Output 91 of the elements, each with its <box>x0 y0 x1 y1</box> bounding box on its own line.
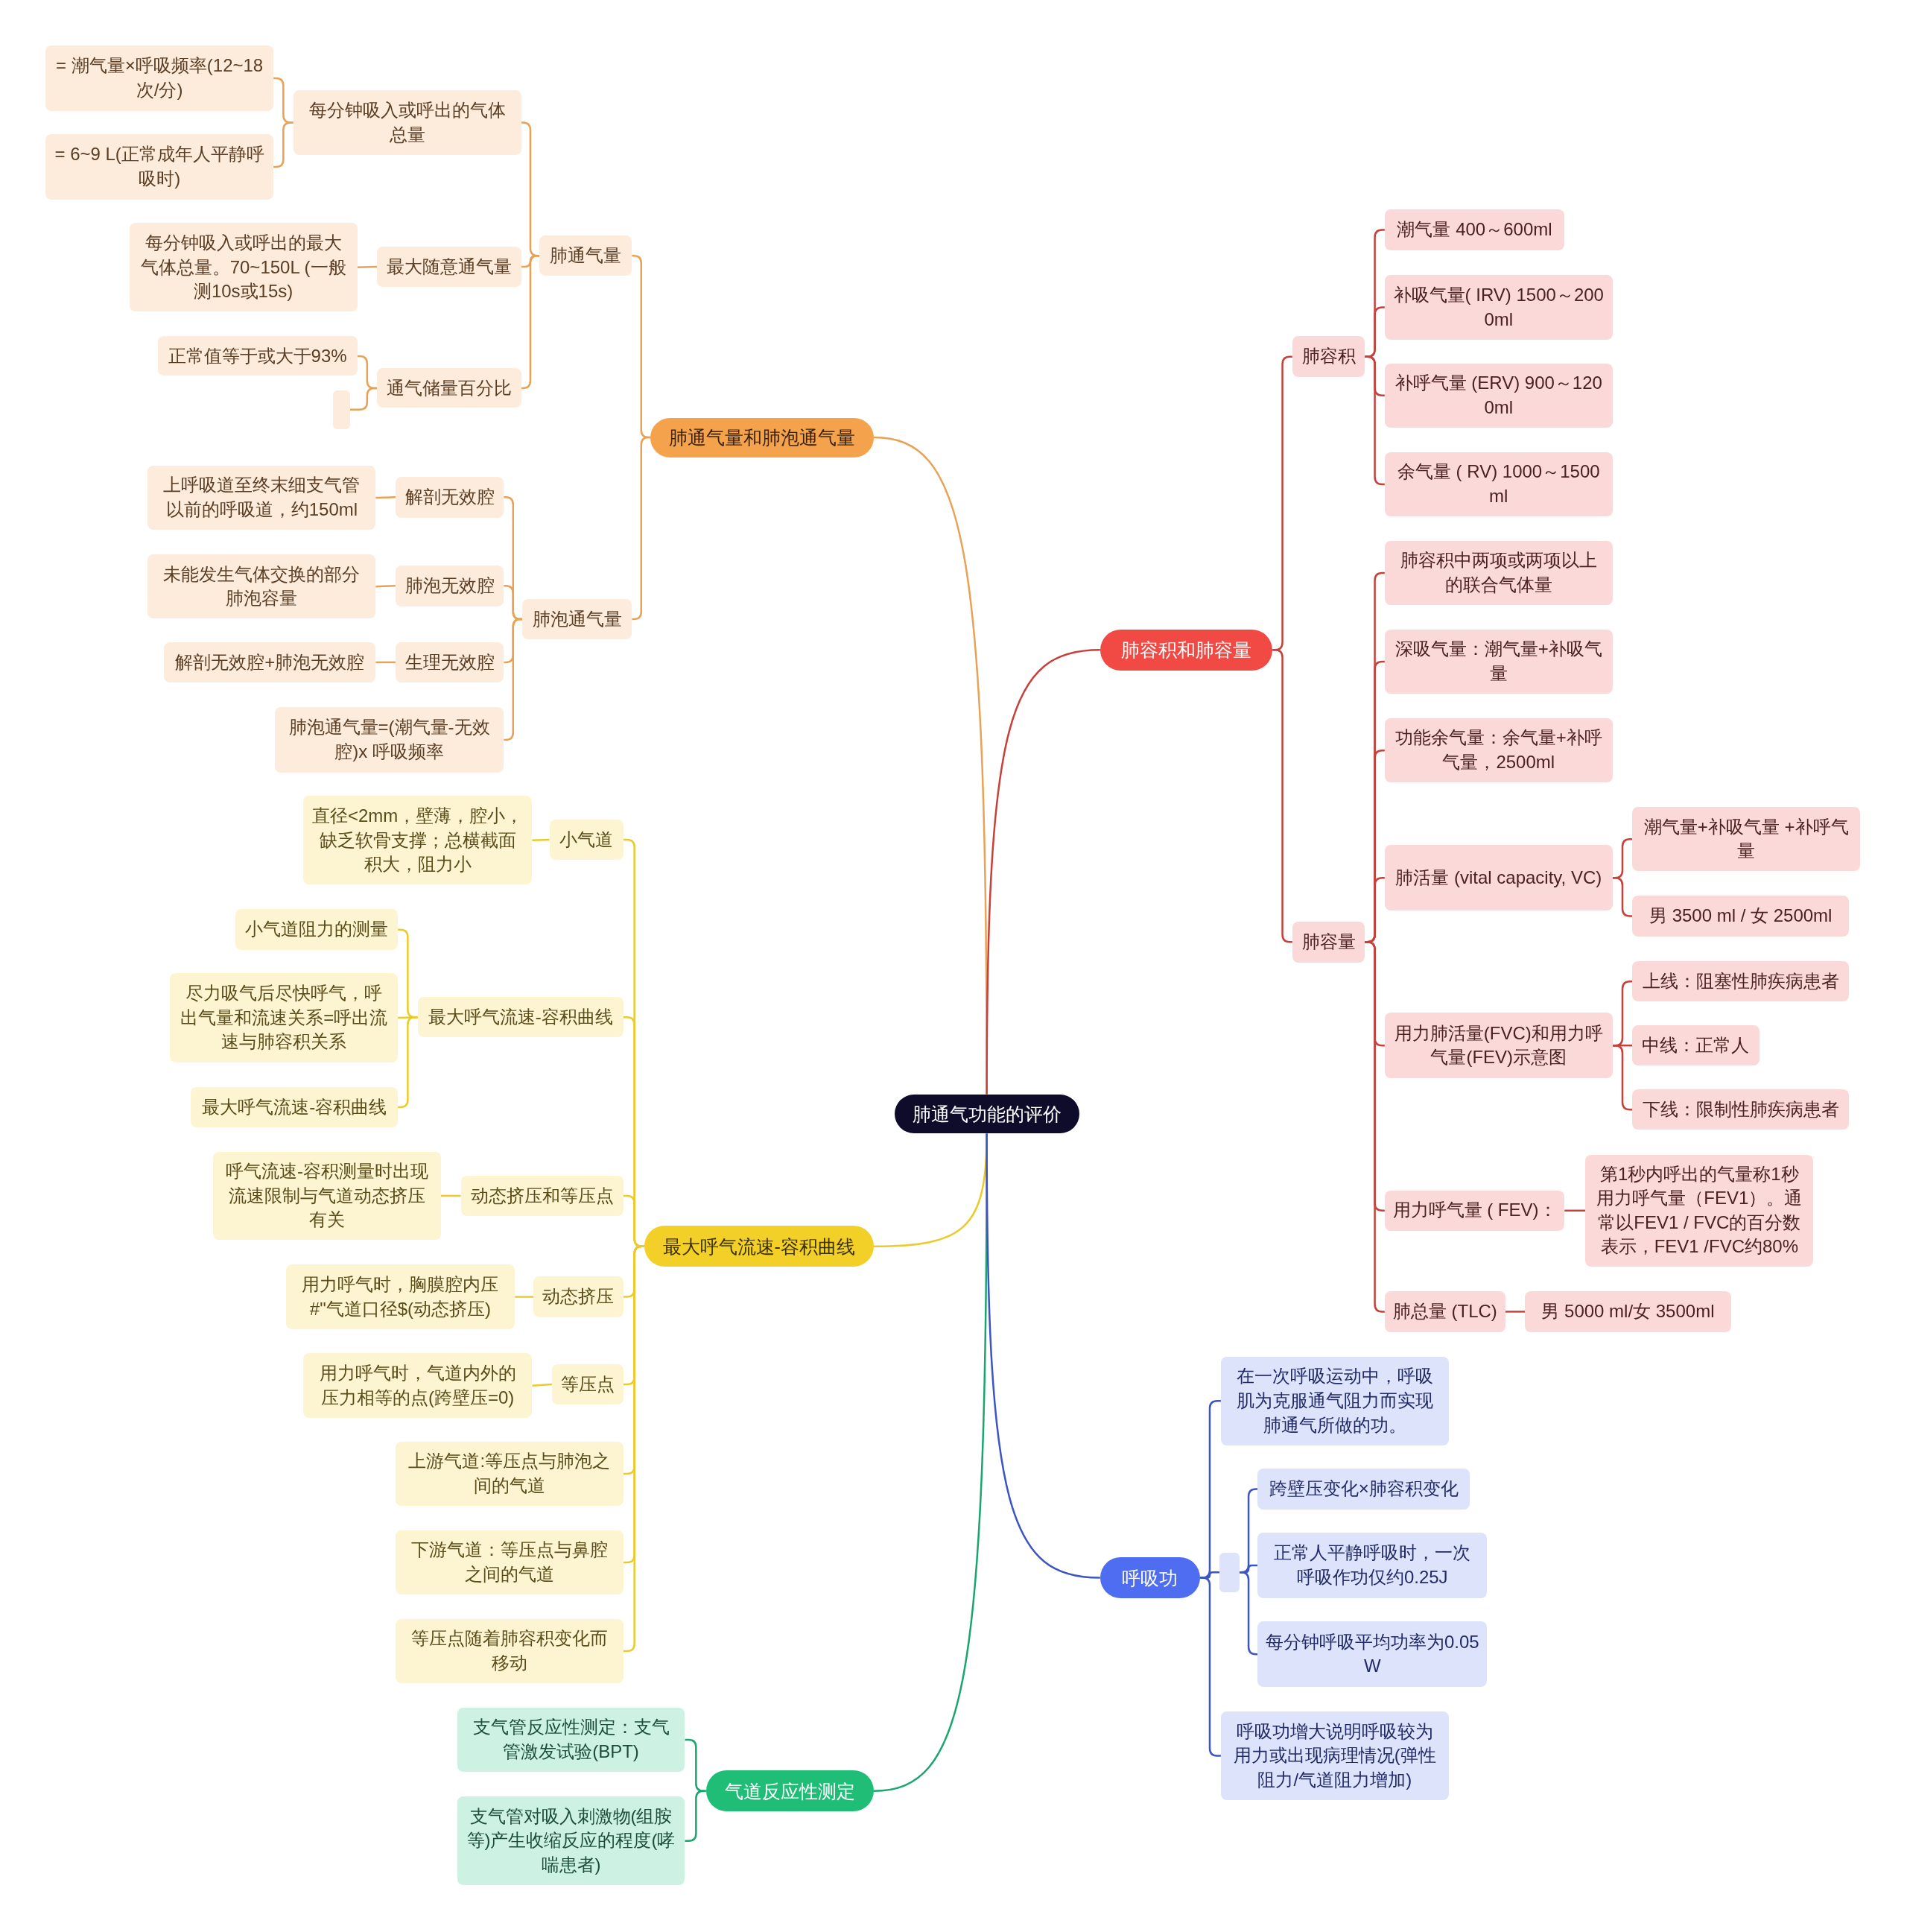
connector-line <box>504 618 523 741</box>
topic-box: 最大随意通气量 <box>377 246 521 288</box>
topic-box: = 潮气量×呼吸频率(12~18次/分) <box>45 45 274 111</box>
topic-box: 上呼吸道至终末细支气管以前的呼吸道，约150ml <box>147 466 376 530</box>
empty-box <box>332 390 350 429</box>
topic-box: 生理无效腔 <box>395 642 504 683</box>
topic-box: 用力呼气时，气道内外的压力相等的点(跨壁压=0) <box>302 1352 533 1419</box>
topic-box: 潮气量 400～600ml <box>1384 209 1565 250</box>
topic-box: 肺容量 <box>1292 922 1365 963</box>
topic-box: 肺泡通气量 <box>522 598 632 640</box>
connector-line <box>375 585 396 588</box>
topic-box: 每分钟吸入或呼出的最大气体总量。70~150L (一般测10s或15s) <box>129 223 358 312</box>
topic-box: 深吸气量：潮气量+补吸气量 <box>1384 630 1613 694</box>
empty-box <box>1219 1552 1240 1592</box>
branch-topic: 呼吸功 <box>1100 1557 1200 1598</box>
connector-line <box>623 1194 644 1247</box>
topic-box: 尽力吸气后尽快呼气，呼出气量和流速关系=呼出流速与肺容积关系 <box>170 973 399 1062</box>
connector-line <box>515 1296 534 1298</box>
central-topic: 肺通气功能的评价 <box>894 1094 1079 1134</box>
topic-box: 等压点随着肺容积变化而移动 <box>395 1619 623 1683</box>
topic-box: 余气量 ( RV) 1000～1500ml <box>1384 452 1613 516</box>
topic-box: 正常人平静呼吸时，一次呼吸作功仅约0.25J <box>1257 1533 1488 1598</box>
topic-box: 呼气流速-容积测量时出现流速限制与气道动态挤压有关 <box>213 1152 442 1240</box>
topic-box: 动态挤压和等压点 <box>460 1175 623 1217</box>
topic-box: 支气管对吸入刺激物(组胺等)产生收缩反应的程度(哮喘患者) <box>457 1796 685 1886</box>
topic-box: 解剖无效腔 <box>395 477 504 518</box>
topic-box: 下游气道：等压点与鼻腔之间的气道 <box>395 1530 623 1594</box>
topic-box: 未能发生气体交换的部分肺泡容量 <box>147 554 376 619</box>
topic-box: 肺容积 <box>1292 336 1365 378</box>
connector-line <box>1239 1571 1258 1656</box>
connector-line <box>441 1194 461 1197</box>
topic-box: 功能余气量：余气量+补呼气量，2500ml <box>1384 718 1613 783</box>
topic-box: = 6~9 L(正常成年人平静呼吸时) <box>45 134 274 200</box>
topic-box: 直径<2mm，壁薄，腔小，缺乏软骨支撑；总横截面积大，阻力小 <box>302 796 533 885</box>
connector-line <box>1564 1209 1586 1212</box>
topic-box: 上线：阻塞性肺疾病患者 <box>1632 960 1850 1002</box>
topic-box: 用力呼气时，胸膜腔内压#"气道口径$(动态挤压) <box>285 1264 515 1330</box>
topic-box: 通气储量百分比 <box>377 368 521 408</box>
connector-line <box>1612 1044 1633 1111</box>
connector-line <box>986 1133 1100 1579</box>
topic-box: 肺总量 (TLC) <box>1384 1291 1505 1332</box>
topic-box: 潮气量+补吸气量 +补呼气量 <box>1632 807 1861 872</box>
topic-box: 解剖无效腔+肺泡无效腔 <box>163 642 376 683</box>
topic-box: 最大呼气流速-容积曲线 <box>191 1086 399 1128</box>
topic-box: 男 5000 ml/女 3500ml <box>1525 1291 1731 1332</box>
topic-box: 肺通气量 <box>539 235 632 276</box>
connector-line <box>521 254 540 390</box>
topic-box: 肺泡通气量=(潮气量-无效腔)x 呼吸频率 <box>274 707 504 773</box>
topic-box: 补吸气量( IRV) 1500～2000ml <box>1384 274 1613 341</box>
topic-box: 小气道阻力的测量 <box>235 909 399 950</box>
connector-line <box>398 1016 418 1019</box>
connector-line <box>1612 877 1633 917</box>
topic-box: 每分钟呼吸平均功率为0.05W <box>1257 1621 1488 1687</box>
connector-line <box>632 436 651 621</box>
topic-box: 动态挤压 <box>533 1276 623 1317</box>
topic-box: 下线：限制性肺疾病患者 <box>1632 1089 1850 1130</box>
topic-box: 肺泡无效腔 <box>395 566 504 606</box>
connector-line <box>357 265 378 269</box>
branch-topic: 肺通气量和肺泡通气量 <box>650 417 874 457</box>
connector-line <box>375 661 396 664</box>
connector-line <box>1365 355 1385 486</box>
topic-box: 小气道 <box>549 819 623 861</box>
branch-topic: 肺容积和肺容量 <box>1100 630 1273 671</box>
topic-box: 中线：正常人 <box>1632 1024 1760 1066</box>
topic-box: 正常值等于或大于93% <box>157 336 358 376</box>
connector-line <box>349 387 378 411</box>
topic-box: 肺容积中两项或两项以上的联合气体量 <box>1384 541 1613 605</box>
topic-box: 最大呼气流速-容积曲线 <box>417 996 623 1038</box>
topic-box: 跨壁压变化×肺容积变化 <box>1257 1469 1470 1510</box>
connector-line <box>375 496 396 499</box>
topic-box: 肺活量 (vital capacity, VC) <box>1384 845 1613 911</box>
connector-line <box>532 1383 552 1387</box>
branch-topic: 气道反应性测定 <box>705 1770 874 1811</box>
topic-box: 每分钟吸入或呼出的气体总量 <box>293 89 521 156</box>
connector-line <box>532 838 550 842</box>
topic-box: 用力肺活量(FVC)和用力呼气量(FEV)示意图 <box>1384 1013 1613 1078</box>
connector-line <box>986 649 1100 1095</box>
topic-box: 上游气道:等压点与肺泡之间的气道 <box>395 1441 623 1506</box>
connector-line <box>1505 1311 1526 1313</box>
branch-topic: 最大呼气流速-容积曲线 <box>644 1226 874 1267</box>
topic-box: 等压点 <box>551 1364 623 1405</box>
topic-box: 呼吸功增大说明呼吸较为用力或出现病理情况(弹性阻力/气道阻力增加) <box>1220 1711 1449 1801</box>
topic-box: 在一次呼吸运动中，呼吸肌为克服通气阻力而实现肺通气所做的功。 <box>1220 1356 1449 1445</box>
topic-box: 支气管反应性测定：支气管激发试验(BPT) <box>457 1708 685 1773</box>
topic-box: 第1秒内呼出的气量称1秒用力呼气量（FEV1）。通常以FEV1 / FVC的百分数表示，FEV1 /FVC约80% <box>1585 1154 1814 1267</box>
connector-line <box>273 121 293 168</box>
connector-line <box>1272 649 1292 943</box>
topic-box: 补呼气量 (ERV) 900～1200ml <box>1384 363 1613 428</box>
topic-box: 用力呼气量 ( FEV)： <box>1384 1190 1565 1232</box>
topic-box: 男 3500 ml / 女 2500ml <box>1632 896 1850 937</box>
connector-line <box>398 1016 418 1109</box>
